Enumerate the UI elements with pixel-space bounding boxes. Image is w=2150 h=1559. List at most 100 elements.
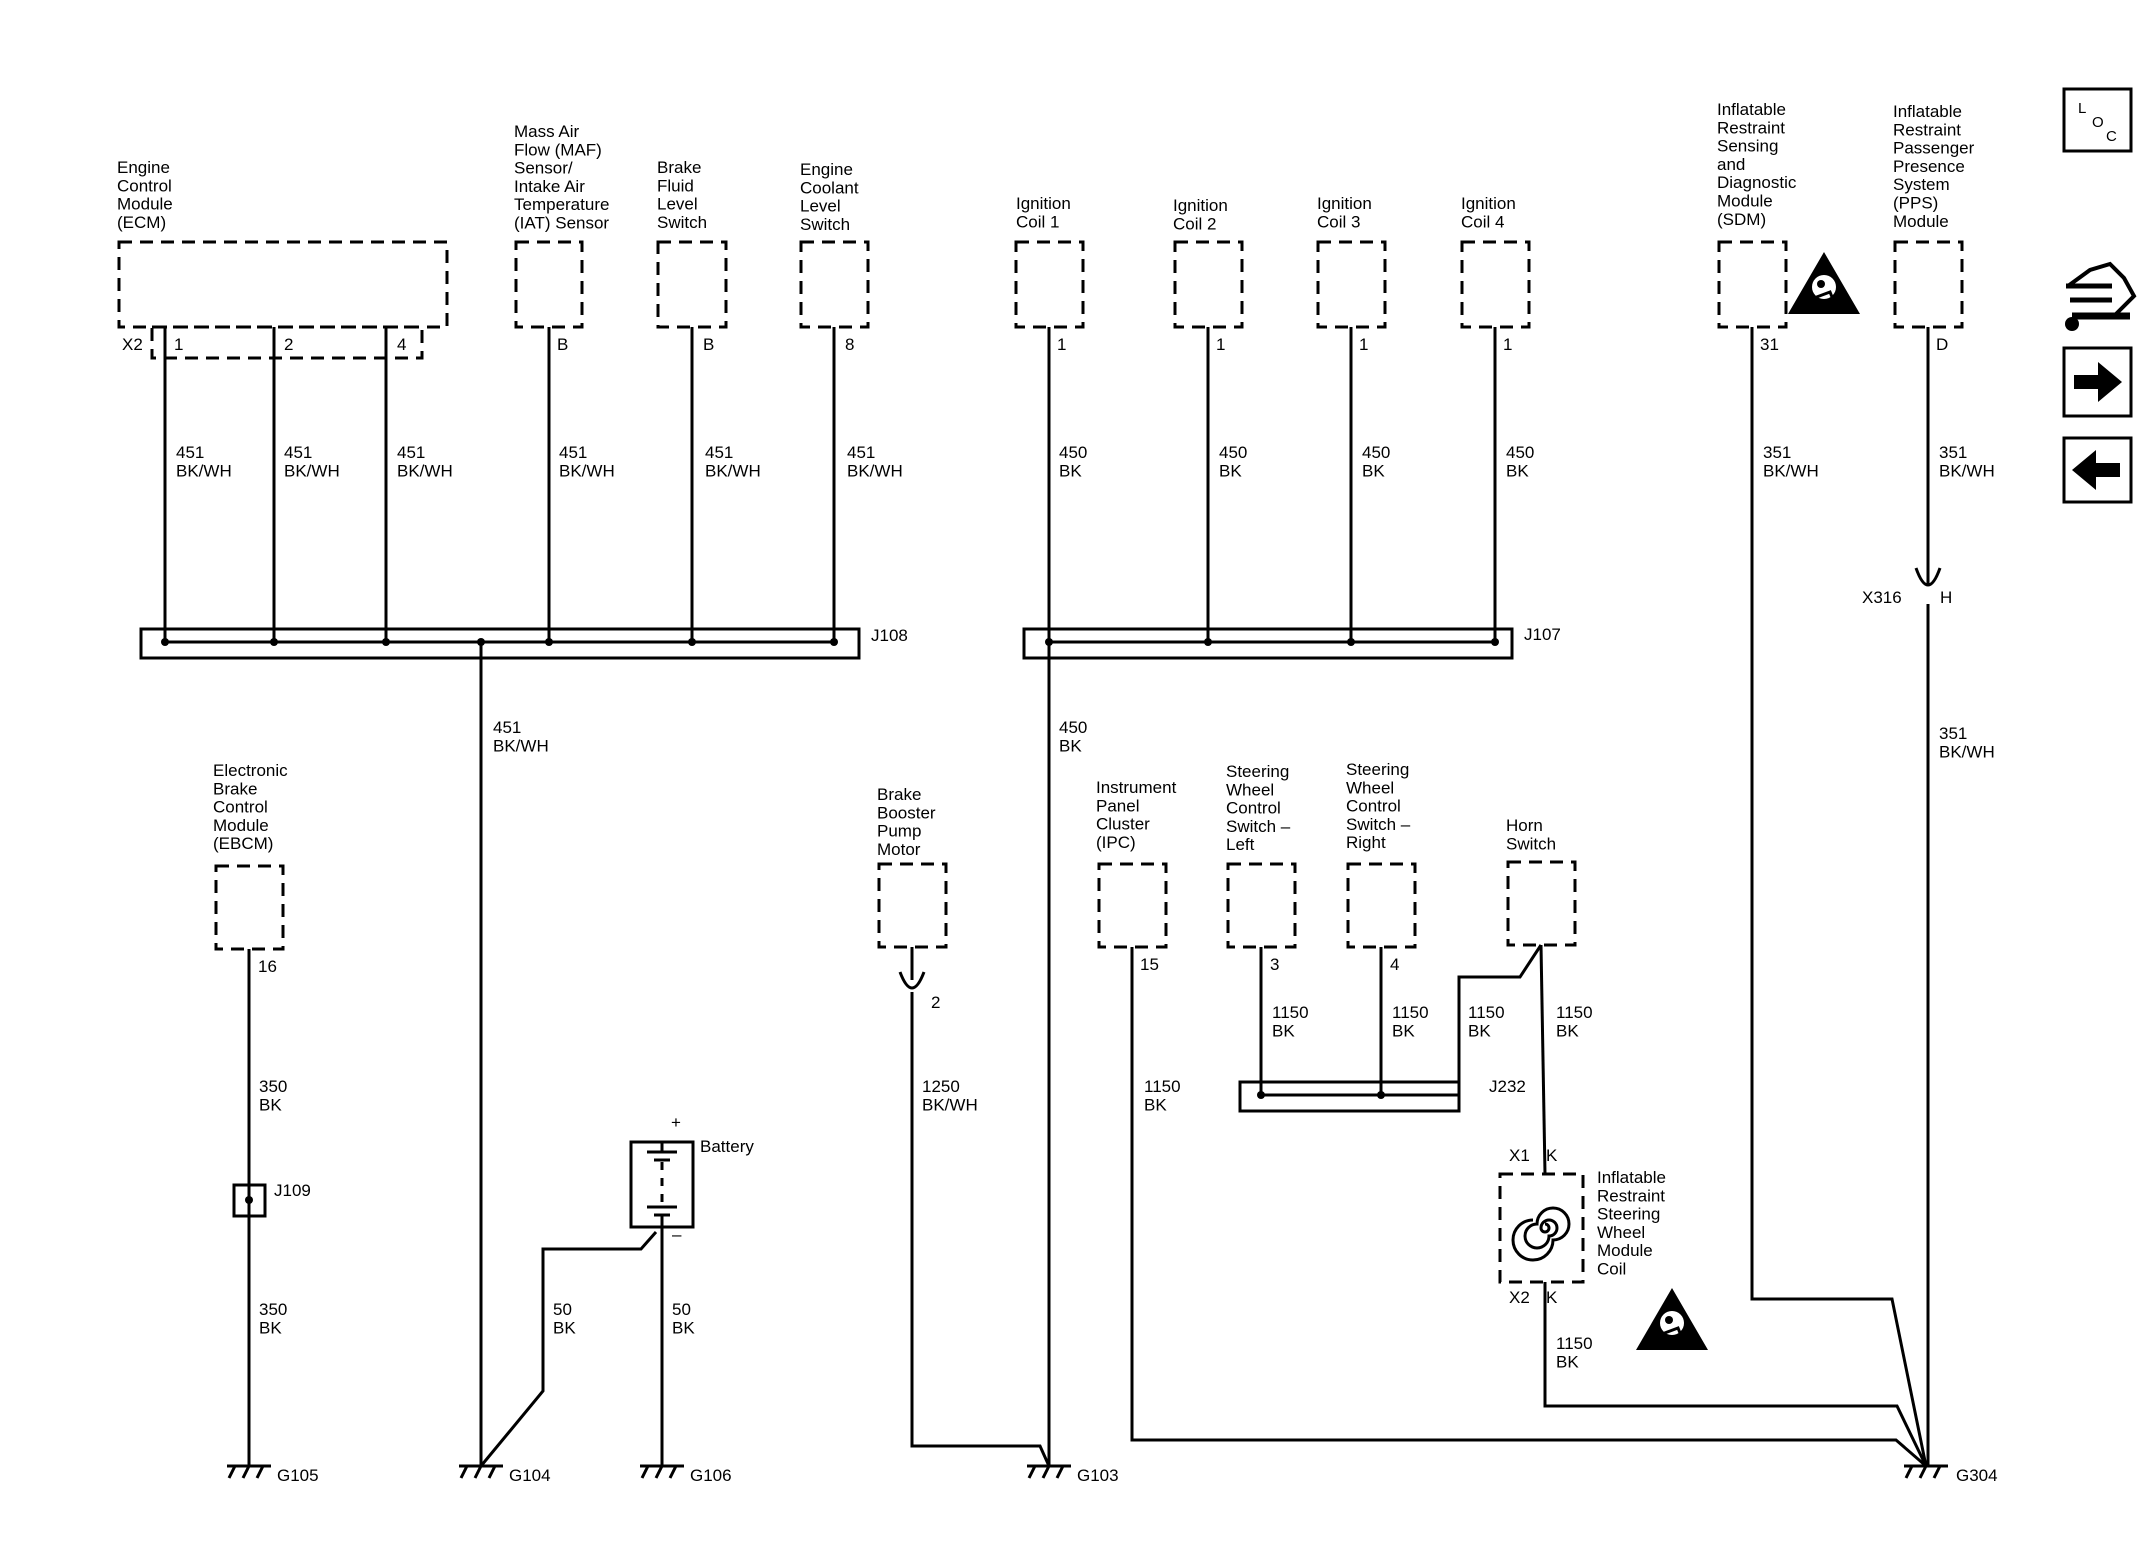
label-line: 1150 — [1272, 1003, 1309, 1022]
label-line: BK — [672, 1318, 695, 1337]
label-line: Level — [657, 195, 698, 214]
label-line: Flow (MAF) — [514, 140, 602, 159]
label-line: BK/WH — [559, 461, 615, 480]
label-line: BK — [1272, 1021, 1295, 1040]
splice-j107: J107 — [1524, 625, 1561, 644]
loc-o: O — [2092, 114, 2104, 131]
label-line: Presence — [1893, 157, 1965, 176]
label-line: Coolant — [800, 178, 859, 197]
label-line: 1150 — [1144, 1077, 1181, 1096]
label-line: Cluster — [1096, 815, 1150, 834]
arrow-right-icon — [2074, 362, 2122, 402]
label-line: BK — [259, 1095, 282, 1114]
label-line: BK/WH — [1939, 461, 1995, 480]
ground-g105: G105 — [277, 1466, 319, 1485]
label-line: Motor — [877, 840, 921, 859]
pin-ecm-1: 1 — [174, 335, 183, 354]
label-line: BK/WH — [922, 1095, 978, 1114]
pin-bbpm: 2 — [931, 993, 940, 1012]
ground-g104: G104 — [509, 1466, 551, 1485]
label-line: Module — [117, 195, 173, 214]
label-line: Steering — [1226, 762, 1289, 781]
wires — [163, 327, 1930, 1468]
battery-plus: + — [671, 1113, 681, 1132]
label-line: Pump — [877, 822, 921, 841]
label-line: Left — [1226, 835, 1255, 854]
previous-page-button[interactable] — [2062, 436, 2133, 504]
label-line: BK — [1144, 1095, 1167, 1114]
connector-tool-button[interactable] — [2065, 261, 2137, 331]
label-line: BK — [1556, 1352, 1579, 1371]
label-line: Ignition — [1461, 194, 1516, 213]
location-button[interactable]: L O C — [2062, 87, 2133, 153]
swr-box — [1346, 862, 1417, 949]
sdm-box — [1717, 240, 1788, 329]
pin-pps: D — [1936, 335, 1948, 354]
label-line: Control — [1346, 797, 1401, 816]
label-line: Instrument — [1096, 778, 1177, 797]
label-line: Module — [1597, 1241, 1653, 1260]
label-line: Control — [117, 176, 172, 195]
label-line: Right — [1346, 833, 1386, 852]
label-line: Intake Air — [514, 177, 585, 196]
next-page-button[interactable] — [2062, 346, 2133, 418]
label-line: 351 — [1939, 724, 1967, 743]
ecm-x2-connector — [150, 325, 424, 360]
pin-ic1: 1 — [1057, 335, 1066, 354]
label-line: 451 — [397, 443, 425, 462]
label-line: BK — [553, 1318, 576, 1337]
label-line: Booster — [877, 803, 936, 822]
label-line: BK — [1468, 1021, 1491, 1040]
label-line: Wheel — [1226, 780, 1274, 799]
label-line: BK — [1059, 461, 1082, 480]
label-line: Coil 3 — [1317, 212, 1360, 231]
pin-sdm: 31 — [1760, 335, 1779, 354]
label-line: Restraint — [1597, 1186, 1665, 1205]
horn-box — [1506, 860, 1577, 947]
label-line: 1150 — [1468, 1003, 1505, 1022]
label-line: Ignition — [1016, 194, 1071, 213]
label-line: (EBCM) — [213, 834, 273, 853]
label-line: 50 — [553, 1300, 572, 1319]
ic2-box — [1173, 240, 1244, 329]
splice-dots — [161, 638, 1499, 1204]
label-line: Control — [213, 798, 268, 817]
bbpm-box — [877, 862, 948, 949]
label-line: Coil 1 — [1016, 212, 1059, 231]
label-line: BK — [1392, 1021, 1415, 1040]
pin-ic2: 1 — [1216, 335, 1225, 354]
label-line: Engine — [117, 158, 170, 177]
label-line: BK/WH — [284, 461, 340, 480]
label-line: Module — [1717, 192, 1773, 211]
label-line: Coil 2 — [1173, 214, 1216, 233]
label-line: 451 — [847, 443, 875, 462]
label-line: Ignition — [1317, 194, 1372, 213]
inline-connector-x316: X316 — [1862, 588, 1902, 607]
pin-swr: 4 — [1390, 955, 1399, 974]
pin-coil-k1: K — [1546, 1146, 1558, 1165]
label-line: Control — [1226, 799, 1281, 818]
label-line: BK — [1556, 1021, 1579, 1040]
label-line: Switch — [657, 213, 707, 232]
label-line: Steering — [1597, 1205, 1660, 1224]
ipc-box — [1097, 862, 1168, 949]
label-line: 1150 — [1556, 1003, 1593, 1022]
splice-j109: J109 — [274, 1181, 311, 1200]
splice-j107-bar — [1022, 627, 1514, 660]
